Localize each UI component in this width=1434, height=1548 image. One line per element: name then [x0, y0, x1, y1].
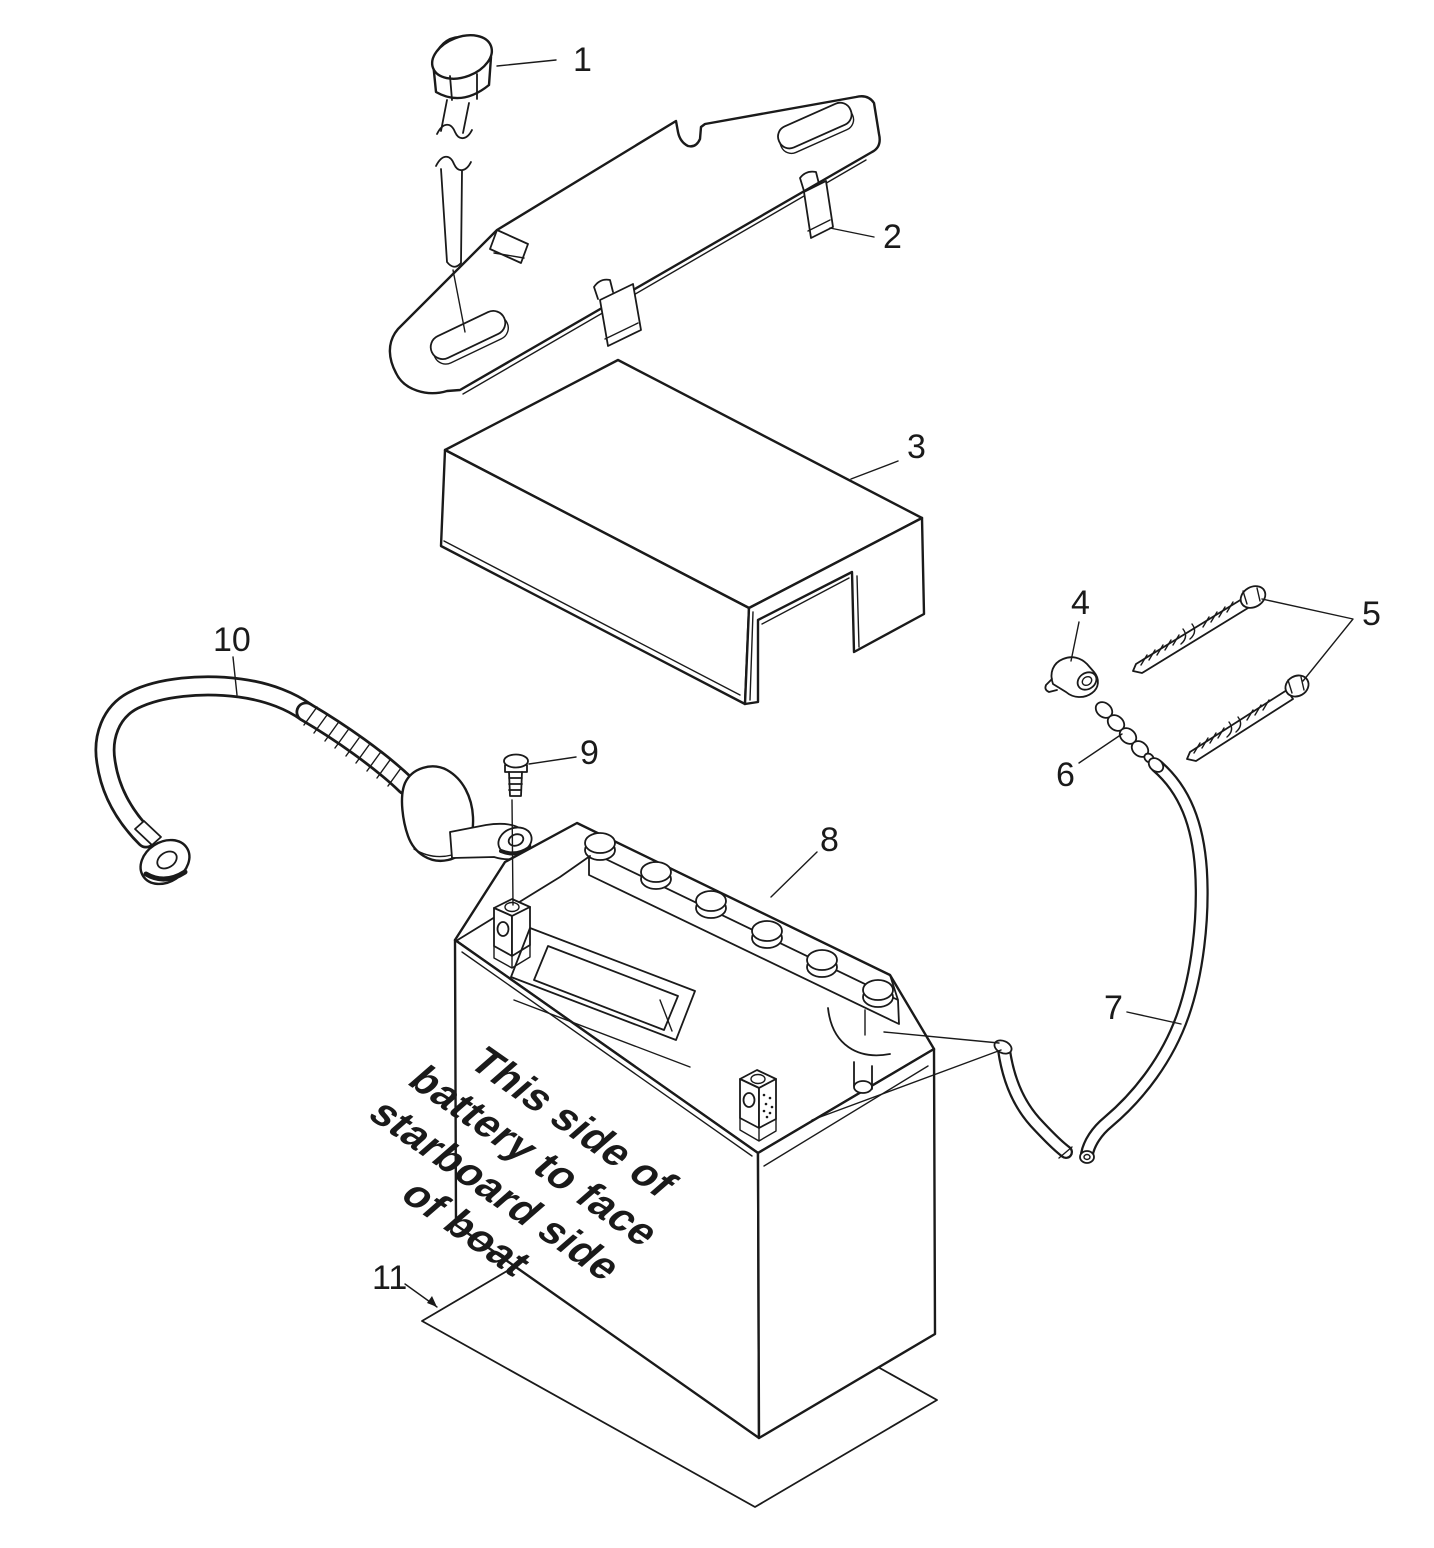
bolt-alignment-line	[452, 269, 466, 333]
terminal-screw	[503, 753, 529, 906]
callout-10-leader	[232, 656, 238, 696]
battery-cover	[439, 358, 926, 706]
callout-3-label: 3	[907, 428, 926, 466]
battery-cap-ridge	[576, 822, 900, 1025]
callout-2-leader	[829, 227, 875, 238]
battery-vent-caps	[584, 832, 894, 1008]
bracket-tab-right	[803, 180, 834, 239]
bracket-tab-left	[489, 229, 529, 264]
terminal-marking-texture	[762, 1093, 774, 1119]
callout-8-label: 8	[820, 821, 839, 859]
callout-9-label: 9	[580, 734, 599, 772]
callout-5-label: 5	[1362, 595, 1381, 633]
battery-vent-nipple	[827, 1007, 891, 1094]
vent-tube	[811, 757, 1209, 1164]
cover-right-face	[743, 516, 926, 706]
callout-9-leader	[528, 756, 577, 765]
callout-6-label: 6	[1056, 756, 1075, 794]
battery-terminal-block-center	[739, 1069, 777, 1142]
cable-spiral-wrap	[303, 706, 402, 787]
callout-2-label: 2	[883, 218, 902, 256]
tube-routing-line-upper	[883, 1031, 1000, 1044]
callout-11-arrowhead	[427, 1296, 437, 1307]
vent-tube-short	[993, 1039, 1073, 1159]
bracket-slot-right	[777, 101, 855, 155]
bracket-slot-left	[429, 310, 509, 365]
callout-5-leader	[1261, 598, 1354, 682]
elbow-fitting	[1044, 656, 1099, 698]
callouts: 1 2 3 4 5 6 7 8 9 10 11	[213, 41, 1381, 1308]
battery-warning-text: This side of battery to face starboard s…	[359, 1039, 687, 1288]
battery: This side of battery to face starboard s…	[359, 821, 937, 1440]
mounting-screws	[1132, 585, 1310, 762]
cable-lug	[449, 822, 533, 861]
battery-right-face	[756, 1047, 937, 1440]
hold-down-bolt	[430, 34, 494, 333]
ring-terminal	[134, 820, 191, 886]
callout-7-label: 7	[1104, 989, 1123, 1027]
bracket-tab-middle	[599, 283, 642, 347]
battery-hold-down-bracket	[388, 95, 881, 395]
screw-alignment-line	[511, 799, 514, 906]
callout-4-label: 4	[1071, 584, 1090, 622]
battery-handle-recess	[510, 927, 696, 1068]
callout-11-label: 11	[372, 1259, 407, 1297]
callout-8-leader	[770, 851, 818, 898]
callout-4-leader	[1070, 621, 1080, 662]
battery-terminal-block-left	[493, 898, 531, 969]
callout-10-label: 10	[213, 621, 251, 659]
tube-routing-line-lower	[811, 1049, 1002, 1121]
callout-7-leader	[1126, 1011, 1182, 1025]
battery-cable	[94, 675, 533, 886]
barb-fitting	[1094, 701, 1155, 764]
callout-6-leader	[1078, 733, 1123, 764]
callout-1-leader	[496, 59, 557, 67]
callout-1-label: 1	[573, 41, 592, 79]
callout-3-leader	[850, 460, 899, 480]
